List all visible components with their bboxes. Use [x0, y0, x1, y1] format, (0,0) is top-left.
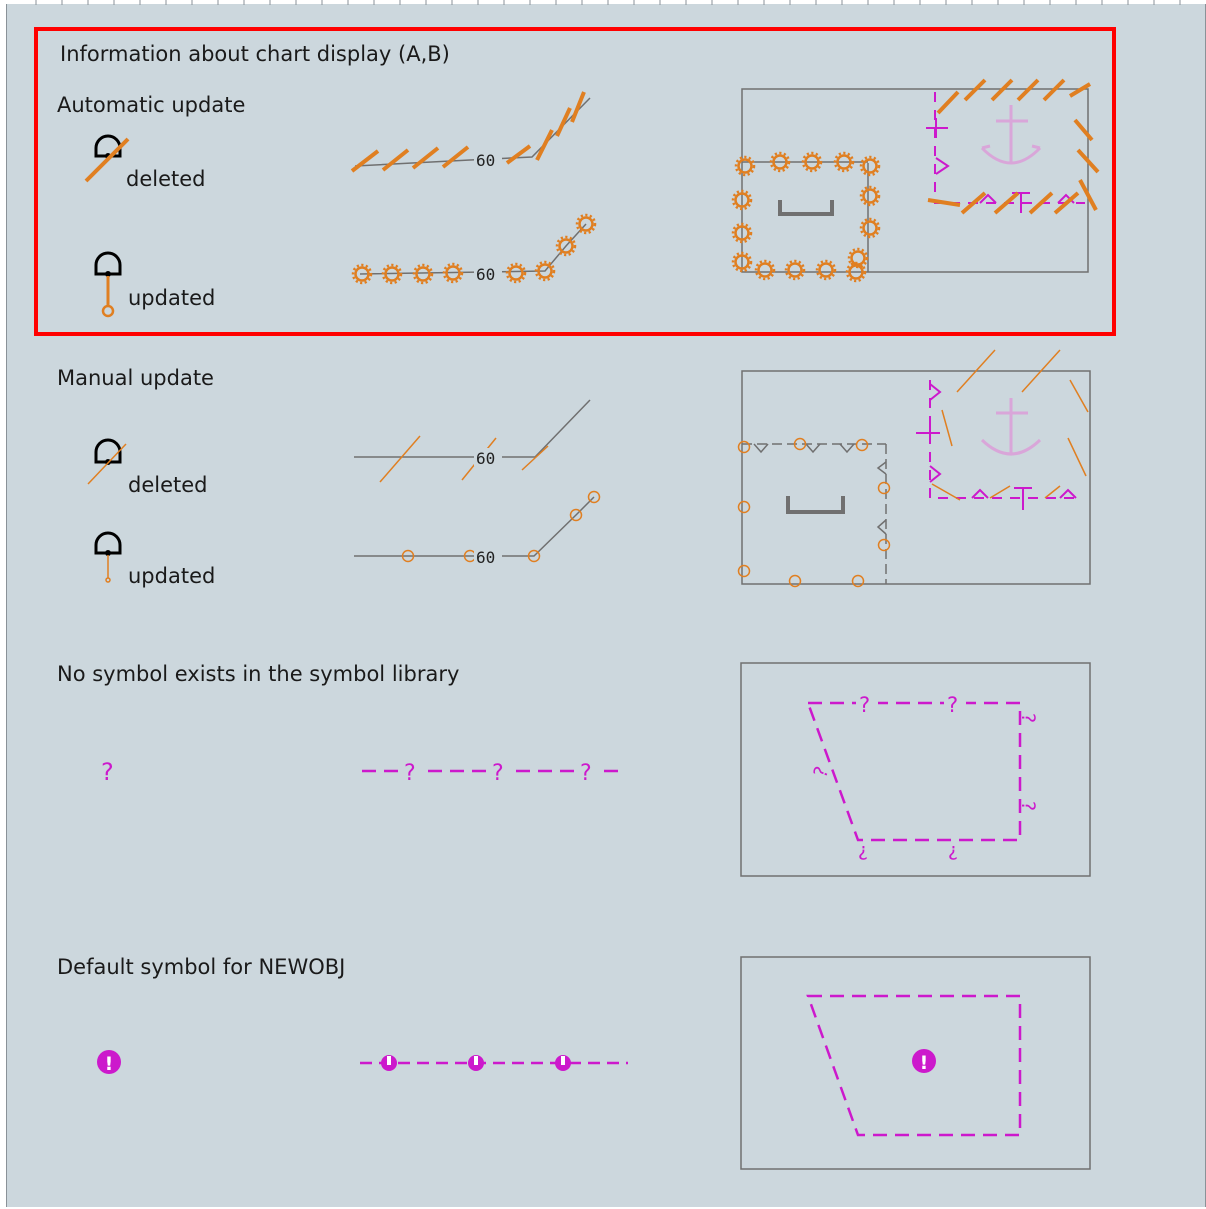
newobj-area-sample: !: [740, 956, 1091, 1170]
manual-updated-point-symbol: [94, 531, 122, 583]
auto-updated-label: updated: [128, 286, 216, 310]
no-symbol-area-mark-6: ?: [858, 841, 868, 863]
top-ruler: [35, 0, 1181, 5]
manual-updated-depth-label: 60: [476, 548, 495, 567]
no-symbol-point: ?: [101, 758, 114, 786]
auto-updated-depth-label: 60: [476, 265, 495, 284]
manual-deleted-label: deleted: [128, 473, 208, 497]
manual-update-heading: Manual update: [57, 366, 214, 390]
no-symbol-area-mark-4: ?: [1017, 801, 1039, 811]
manual-deleted-line-symbol: 60: [354, 399, 591, 483]
page-title: Information about chart display (A,B): [60, 42, 450, 66]
auto-area-sample: [731, 78, 1100, 283]
auto-updated-point-symbol: [94, 251, 122, 318]
manual-area-sample: [737, 349, 1091, 588]
no-symbol-line-mark-3: ?: [580, 761, 592, 786]
svg-text:!: !: [920, 1052, 929, 1074]
manual-updated-line-symbol: 60: [354, 490, 601, 567]
auto-update-heading: Automatic update: [57, 93, 246, 117]
no-symbol-area-sample: ? ? ? ? ? ? ?: [740, 662, 1091, 877]
newobj-line-symbol: [360, 1055, 628, 1071]
manual-deleted-point-symbol: [87, 438, 127, 485]
auto-deleted-label: deleted: [126, 167, 206, 191]
no-symbol-area-mark-1: ?: [859, 693, 870, 717]
no-symbol-line-mark-2: ?: [492, 761, 504, 786]
manual-updated-label: updated: [128, 564, 216, 588]
newobj-point-symbol: !: [97, 1050, 121, 1075]
no-symbol-area-mark-7: ?: [948, 841, 958, 863]
newobj-heading: Default symbol for NEWOBJ: [57, 955, 346, 979]
no-symbol-heading: No symbol exists in the symbol library: [57, 662, 460, 686]
manual-deleted-depth-label: 60: [476, 449, 495, 468]
no-symbol-area-mark-2: ?: [947, 693, 958, 717]
no-symbol-area-mark-3: ?: [1017, 713, 1039, 723]
highlight-box: [34, 27, 1116, 336]
auto-deleted-line-symbol: 60: [350, 91, 591, 173]
auto-deleted-depth-label: 60: [476, 151, 495, 170]
auto-updated-line-symbol: 60: [351, 213, 597, 285]
svg-text:!: !: [105, 1053, 114, 1075]
no-symbol-area-mark-5: ?: [809, 764, 833, 781]
no-symbol-line-mark-1: ?: [404, 761, 416, 786]
no-symbol-line: ? ? ?: [362, 758, 620, 786]
auto-deleted-point-symbol: [84, 134, 130, 183]
